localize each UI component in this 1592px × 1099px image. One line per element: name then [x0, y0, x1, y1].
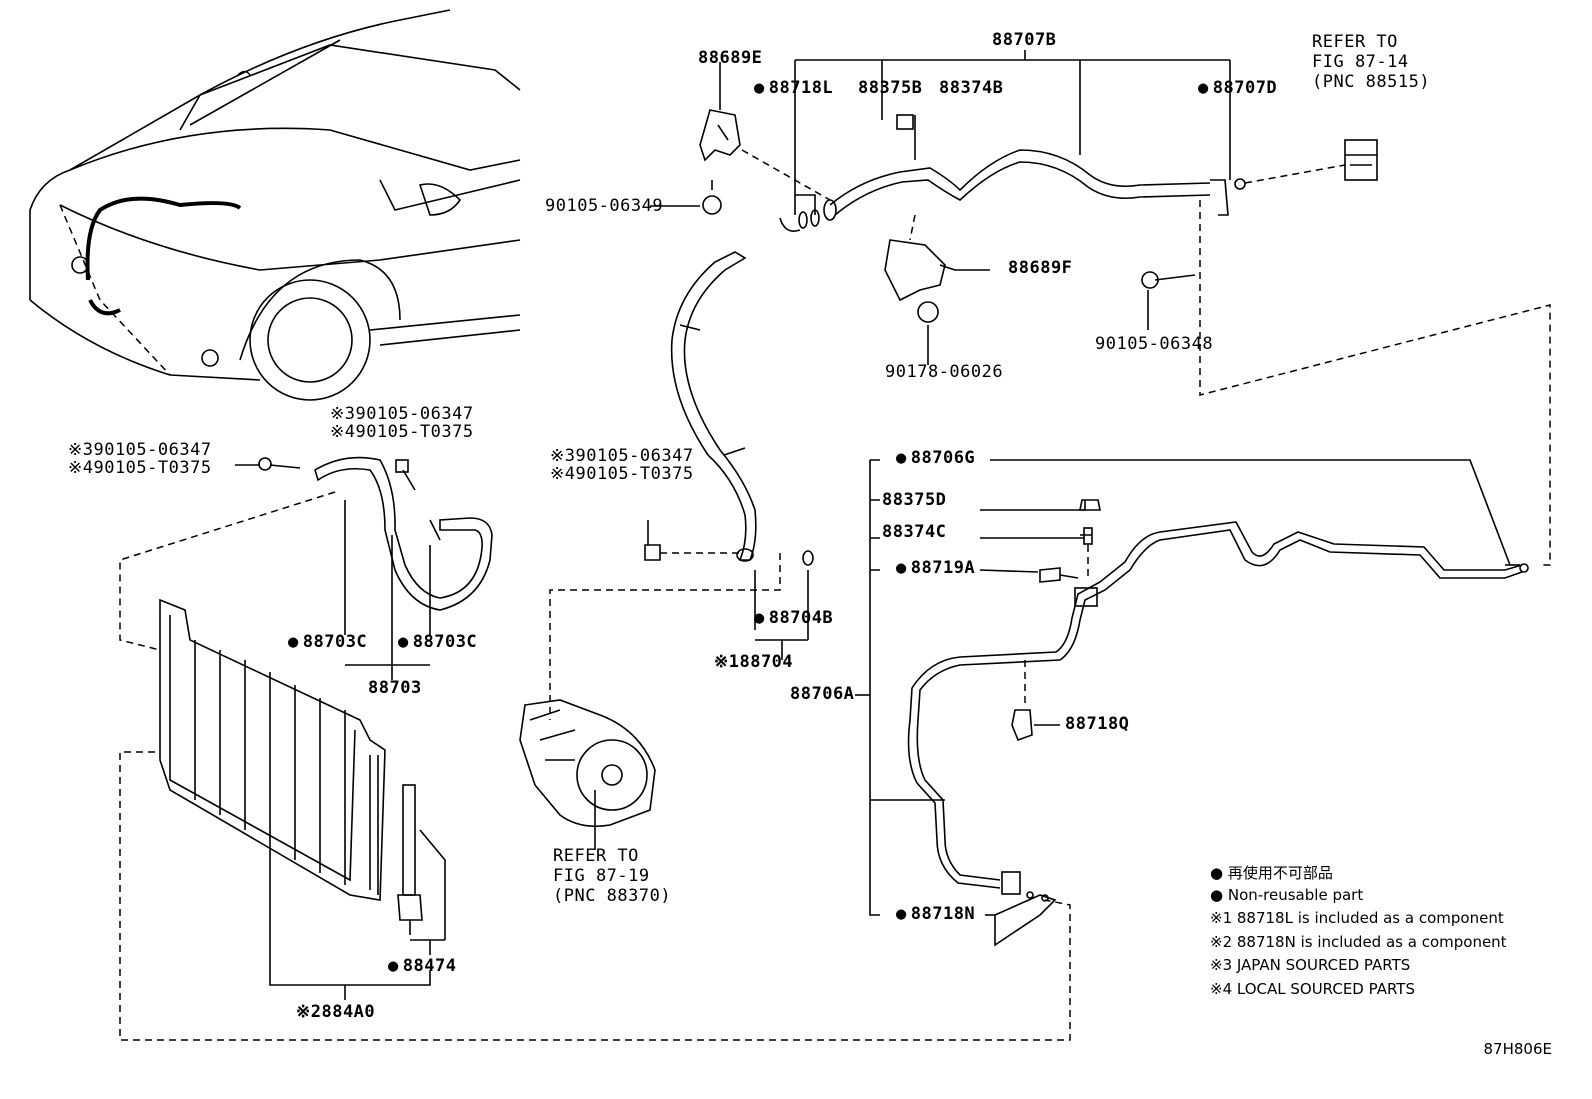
label-88375b: 88375B — [858, 78, 923, 98]
hose-88704 — [549, 251, 814, 720]
label-884a0: ※2884A0 — [296, 1002, 376, 1022]
refer-2-line-1: REFER TO — [553, 846, 639, 866]
label-88707d: 88707D — [1198, 78, 1277, 98]
left-bolt-label-2: ※490105-T0375 — [68, 458, 212, 478]
left-bolt-label-1: ※390105-06347 — [68, 440, 212, 460]
label-88689f: 88689F — [1008, 258, 1073, 278]
label-90105-06348: 90105-06348 — [1095, 334, 1214, 354]
legend-item: ※2 88718N is included as a component — [1210, 932, 1507, 951]
label-88374c: 88374C — [882, 522, 947, 542]
vehicle-outline — [29, 9, 521, 401]
label-88689e: 88689E — [698, 48, 763, 68]
label-88719a: 88719A — [896, 558, 975, 578]
label-88707b: 88707B — [992, 30, 1057, 50]
label-88718l: 88718L — [754, 78, 833, 98]
legend-item: ● Non-reusable part — [1210, 885, 1364, 904]
label-88374b: 88374B — [939, 78, 1004, 98]
label-88718q: 88718Q — [1065, 714, 1130, 734]
refer-2-line-3: (PNC 88370) — [553, 886, 672, 906]
bracket-88689f — [884, 214, 990, 365]
mid-bolt-label-2: ※490105-T0375 — [330, 422, 474, 442]
bracket-88689e — [650, 62, 831, 215]
label-90105-06349: 90105-06349 — [545, 196, 664, 216]
hose-88703 — [235, 456, 493, 680]
label-88703c-2: 88703C — [398, 632, 477, 652]
compressor — [519, 699, 656, 850]
label-88375d: 88375D — [882, 490, 947, 510]
label-88474: 88474 — [388, 956, 456, 976]
label-88703c-1: 88703C — [288, 632, 367, 652]
legend-item: ● 再使用不可部品 — [1210, 864, 1333, 882]
comp-bolt-label-1: ※390105-06347 — [550, 446, 694, 466]
pipe-88707b — [779, 50, 1246, 232]
condenser — [119, 491, 1071, 1041]
label-88706a: 88706A — [790, 684, 855, 704]
refer-1-line-2: FIG 87-14 — [1312, 52, 1409, 72]
label-88704b: 88704B — [754, 608, 833, 628]
refer-1-line-1: REFER TO — [1312, 32, 1398, 52]
comp-bolt-label-2: ※490105-T0375 — [550, 464, 694, 484]
legend-item: ※1 88718L is included as a component — [1210, 909, 1504, 927]
label-88718n: 88718N — [896, 904, 975, 924]
label-88703: 88703 — [368, 678, 422, 698]
legend-item: ※3 JAPAN SOURCED PARTS — [1210, 956, 1411, 974]
mid-bolt-label-1: ※390105-06347 — [330, 404, 474, 424]
label-88704: ※188704 — [714, 652, 794, 672]
refer-1-line-3: (PNC 88515) — [1312, 72, 1431, 92]
legend-item: ※4 LOCAL SOURCED PARTS — [1210, 979, 1415, 998]
figure-code: 87H806E — [1483, 1040, 1552, 1058]
connector-88515 — [1141, 139, 1551, 566]
label-90178-06026: 90178-06026 — [885, 362, 1004, 382]
refer-2-line-2: FIG 87-19 — [553, 866, 650, 886]
label-88706g: 88706G — [896, 448, 975, 468]
legend: ● 再使用不可部品 ● Non-reusable part ※1 88718L … — [1210, 862, 1507, 1003]
pipe-88706a — [855, 459, 1529, 947]
